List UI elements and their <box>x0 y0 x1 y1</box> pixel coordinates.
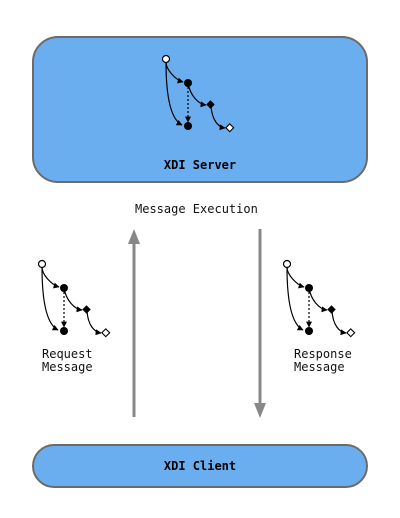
xdi-server-box: XDI Server <box>32 36 368 183</box>
xdi-client-box: XDI Client <box>32 444 368 488</box>
request-up-arrow <box>128 229 140 417</box>
response-message-label: Response Message <box>294 348 352 374</box>
response-label-line1: Response <box>294 347 352 361</box>
response-down-arrow <box>254 229 266 418</box>
request-graph-icon <box>37 259 111 338</box>
response-label-line2: Message <box>294 360 345 374</box>
xdi-server-label: XDI Server <box>163 158 237 172</box>
request-label-line2: Message <box>42 360 93 374</box>
xdi-client-label: XDI Client <box>163 459 237 473</box>
response-graph-icon <box>282 259 356 338</box>
request-label-line1: Request <box>42 347 93 361</box>
server-graph-icon <box>161 54 235 133</box>
message-execution-label: Message Execution <box>135 202 258 216</box>
request-message-label: Request Message <box>42 348 93 374</box>
